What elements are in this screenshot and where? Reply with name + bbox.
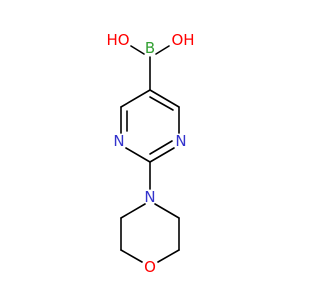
bond-cd-nmorph bbox=[120, 203, 146, 219]
bond-b-o-left bbox=[130, 45, 145, 55]
bond-b-o-right bbox=[155, 45, 170, 55]
bond-n3-c2 bbox=[149, 147, 175, 163]
atom-nitrogen-ring-right: N bbox=[175, 132, 186, 150]
bond-c5-c4 bbox=[149, 89, 180, 108]
bond-cb-o bbox=[157, 249, 180, 263]
atom-nitrogen-morpholine: N bbox=[144, 188, 155, 206]
bond-c5-c4-inner bbox=[149, 96, 174, 111]
atom-hydroxyl-left: HO bbox=[106, 31, 129, 49]
atom-nitrogen-ring-left: N bbox=[113, 132, 124, 150]
structure-diagram: HO B OH N N N O bbox=[106, 31, 194, 276]
atom-layer: HO B OH N N N O bbox=[106, 31, 194, 276]
bond-c6-c5 bbox=[120, 89, 151, 108]
bond-c2-n1 bbox=[125, 147, 151, 163]
atom-oxygen-morpholine: O bbox=[144, 258, 156, 276]
atom-hydroxyl-right: OH bbox=[171, 31, 194, 49]
bond-o-cc bbox=[120, 249, 143, 263]
atom-boron: B bbox=[145, 39, 155, 57]
bond-n3-c2-inner bbox=[149, 140, 173, 155]
bond-nmorph-ca bbox=[154, 203, 180, 219]
bond-layer bbox=[120, 45, 180, 263]
